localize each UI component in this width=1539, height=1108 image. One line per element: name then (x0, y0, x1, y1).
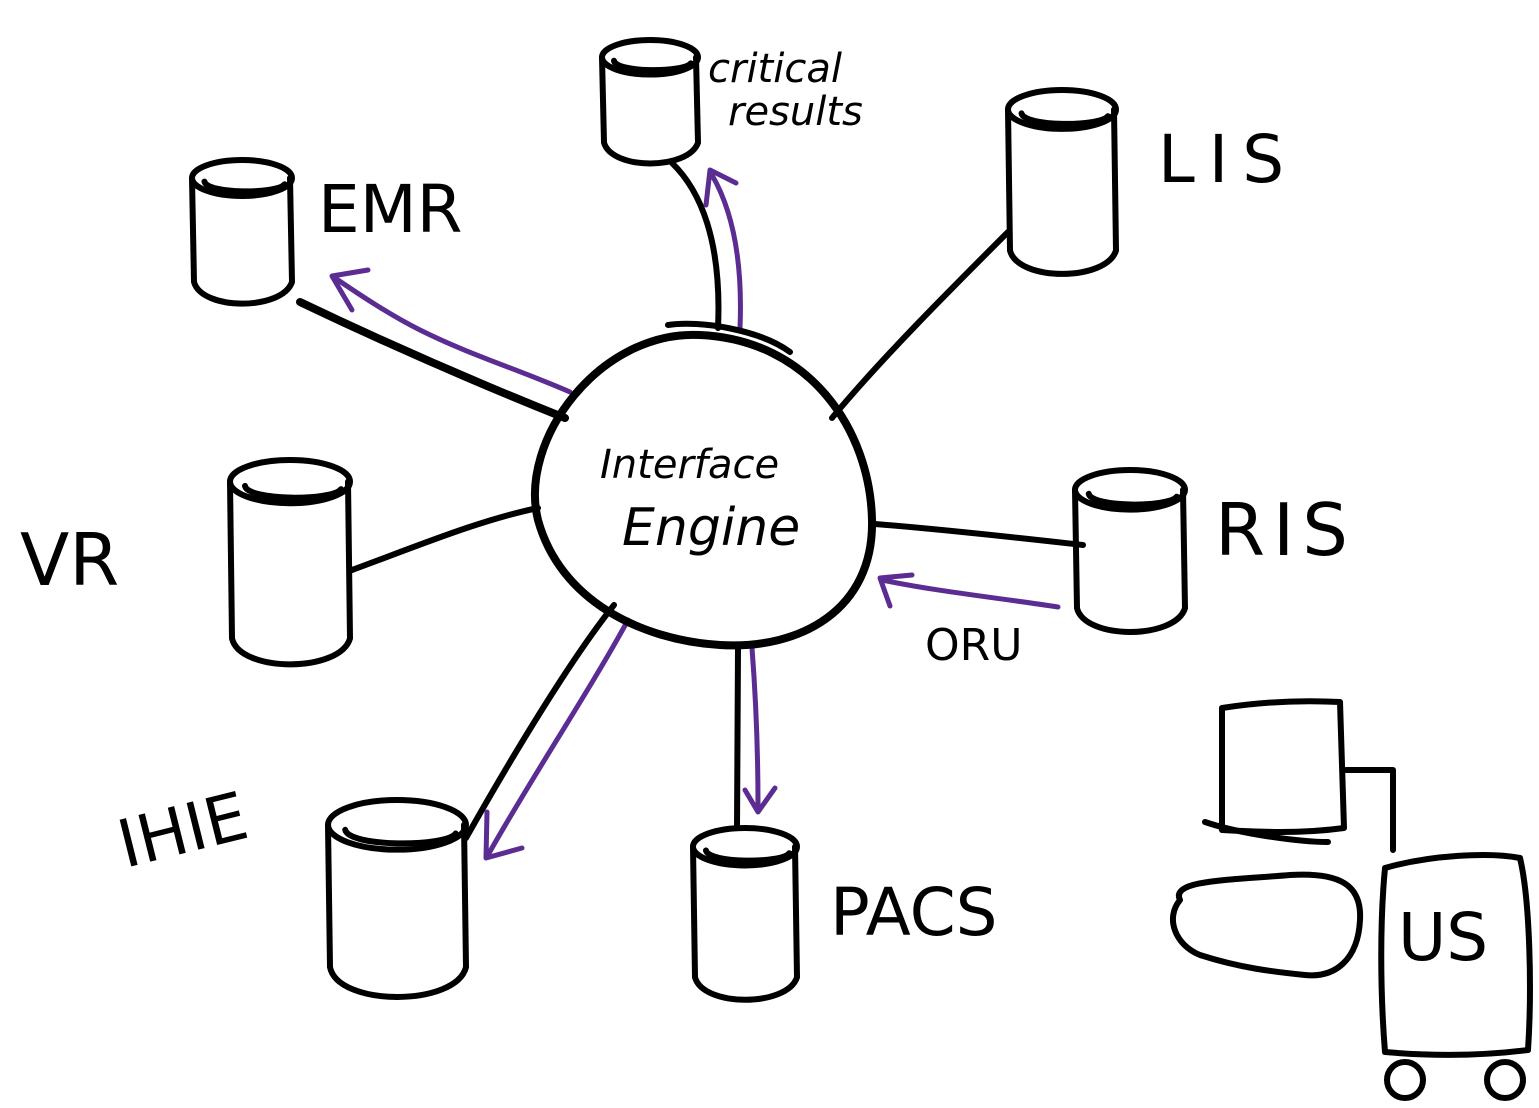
flow-hub-to-pacs (749, 645, 761, 808)
ris-label: RIS (1215, 488, 1356, 572)
vr-database-top-inner (242, 482, 344, 501)
critical-results-label-line2: results (728, 89, 863, 135)
ultrasound-workstation-icon: US (1169, 698, 1533, 1101)
flow-hub-to-emr (332, 275, 573, 395)
interface-engine-hub: Interface Engine (530, 320, 877, 650)
ihie-database-top-inner (342, 826, 459, 847)
flow-hub-to-critical-results (709, 172, 743, 331)
connectors (296, 160, 1086, 841)
flow-hub-to-emr-arrowhead (329, 267, 371, 313)
hub-label-line2: Engine (622, 498, 800, 558)
pacs-database-body (690, 843, 800, 1003)
us-cart (1378, 852, 1533, 1058)
flow-hub-to-ihie (485, 617, 631, 858)
connector-vr (349, 505, 541, 573)
oru-flow-label: ORU (925, 620, 1022, 671)
vr-label: VR (20, 518, 119, 602)
hub-outline-overstroke (665, 320, 793, 355)
node-labels: critical results EMR LIS VR RIS IHIE PAC… (20, 46, 1356, 951)
emr-label: EMR (318, 171, 463, 248)
lis-database-top-inner (1018, 110, 1111, 127)
ihie-label: IHIE (110, 777, 255, 883)
database-nodes (189, 37, 1188, 1003)
lis-database-icon (1005, 87, 1119, 277)
vr-database-body (227, 478, 353, 668)
flow-ris-to-hub-arrowhead (877, 572, 915, 609)
ihie-database-body (325, 821, 469, 1000)
vr-database-icon (227, 457, 353, 668)
connector-ihie (463, 602, 617, 841)
pacs-database-top-inner (703, 847, 793, 864)
hub-outline (530, 330, 877, 650)
ihie-database-icon (325, 797, 469, 1000)
us-cart-wheel-right (1484, 1059, 1526, 1101)
emr-database-body (189, 175, 295, 307)
us-monitor-base (1202, 819, 1331, 845)
emr-database-icon (189, 157, 295, 307)
connector-pacs (734, 645, 741, 831)
pacs-database-icon (690, 825, 800, 1003)
us-cart-wheel-left (1384, 1059, 1426, 1101)
hub-label-line1: Interface (600, 442, 779, 488)
lis-database-body (1005, 106, 1119, 277)
us-monitor (1219, 698, 1347, 835)
critical-results-database-body (599, 54, 701, 167)
lis-label: LIS (1158, 121, 1298, 198)
connector-emr (296, 298, 569, 422)
us-label: US (1398, 899, 1488, 976)
critical-results-database-top-inner (611, 57, 694, 74)
us-probe (1169, 871, 1364, 979)
ris-database-icon (1072, 467, 1188, 635)
ris-database-top-inner (1085, 490, 1180, 508)
flow-ris-to-hub (879, 577, 1061, 610)
critical-results-label-line1: critical (708, 46, 842, 92)
pacs-label: PACS (830, 874, 998, 951)
flow-arrows (329, 167, 1061, 861)
flow-hub-to-pacs-arrowhead (742, 785, 778, 815)
critical-results-database-icon (599, 37, 701, 167)
connector-lis (829, 229, 1011, 421)
flow-hub-to-critical-results-arrowhead (703, 167, 739, 208)
connector-ris (872, 521, 1086, 548)
us-cable (1343, 767, 1396, 853)
ris-database-body (1072, 486, 1188, 635)
emr-database-top-inner (201, 178, 288, 195)
connector-critical-results (669, 160, 722, 331)
flow-hub-to-ihie-arrowhead (483, 809, 525, 861)
